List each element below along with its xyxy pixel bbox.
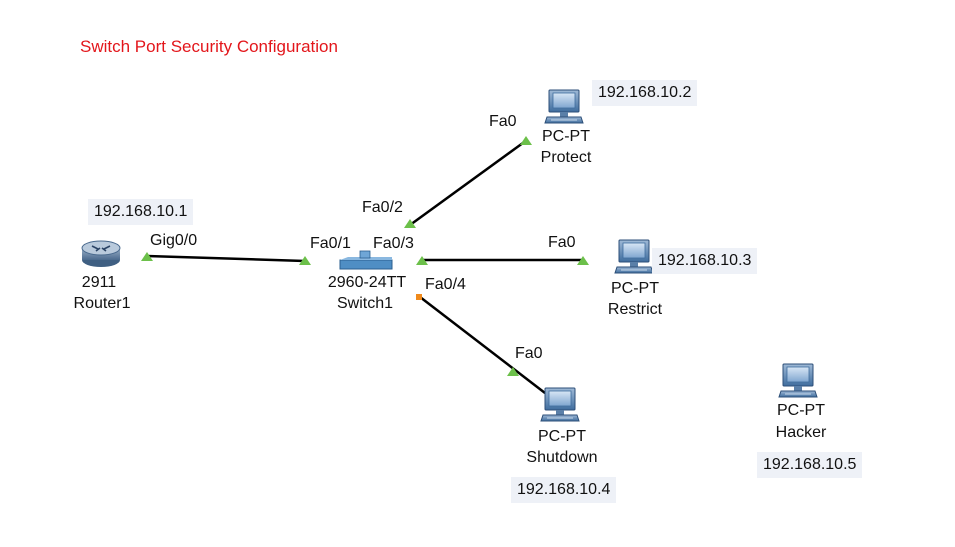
port-label-fa04: Fa0/4 [425, 276, 466, 293]
switch-name-label: Switch1 [336, 295, 394, 312]
port-label-fa01: Fa0/1 [310, 235, 351, 252]
port-status-fa01 [299, 256, 311, 265]
port-status-fa04 [416, 294, 422, 300]
protect-model-label: PC-PT [542, 128, 590, 145]
router-name-label: Router1 [73, 295, 131, 312]
port-label-fa03: Fa0/3 [373, 235, 414, 252]
restrict-name-label: Restrict [607, 301, 663, 318]
port-label-gig00: Gig0/0 [150, 232, 198, 249]
port-label-protect-fa0: Fa0 [489, 113, 517, 130]
shutdown-name-label: Shutdown [526, 449, 598, 466]
hacker-model-label: PC-PT [777, 402, 825, 419]
switch-icon[interactable] [339, 250, 393, 270]
pc-icon[interactable] [778, 363, 818, 398]
hacker-name-label: Hacker [775, 424, 827, 441]
hacker-ip-label: 192.168.10.5 [757, 452, 863, 478]
router-model-label: 2911 [81, 274, 117, 291]
switch-model-label: 2960-24TT [327, 274, 407, 291]
port-status-gig00 [141, 252, 153, 261]
shutdown-model-label: PC-PT [538, 428, 586, 445]
pc-icon[interactable] [614, 239, 654, 274]
port-status-protect-fa0 [520, 136, 532, 145]
port-status-restrict-fa0 [577, 256, 589, 265]
port-label-restrict-fa0: Fa0 [548, 234, 576, 251]
restrict-model-label: PC-PT [611, 280, 659, 297]
pc-icon[interactable] [540, 387, 580, 422]
link-switch-protect[interactable] [409, 138, 528, 227]
restrict-ip-label: 192.168.10.3 [652, 248, 758, 274]
port-status-fa03 [416, 256, 428, 265]
protect-name-label: Protect [540, 149, 592, 166]
router-icon[interactable] [81, 240, 121, 267]
link-router-switch[interactable] [146, 254, 306, 263]
link-switch-shutdown[interactable] [419, 296, 546, 394]
protect-ip-label: 192.168.10.2 [592, 80, 698, 106]
port-label-shutdown-fa0: Fa0 [515, 345, 543, 362]
pc-icon[interactable] [544, 89, 584, 124]
port-status-shutdown-fa0 [507, 367, 519, 376]
router-ip-label: 192.168.10.1 [88, 199, 194, 225]
port-status-fa02 [404, 219, 416, 228]
page-title: Switch Port Security Configuration [80, 37, 338, 56]
shutdown-ip-label: 192.168.10.4 [511, 477, 617, 503]
port-label-fa02: Fa0/2 [362, 199, 403, 216]
